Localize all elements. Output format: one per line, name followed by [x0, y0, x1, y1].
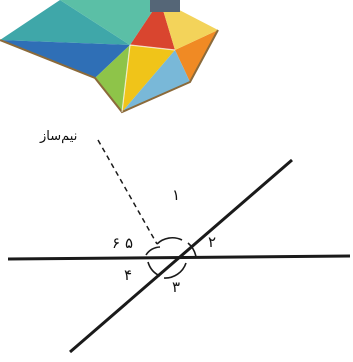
bisector-line: [97, 139, 158, 245]
angle-label-5: ۵: [125, 234, 133, 252]
kite-panel-teal: [0, 0, 130, 45]
kite-strut: [121, 44, 131, 113]
kite-panel-blue: [0, 40, 130, 78]
kite-panel-lightblue: [122, 50, 190, 112]
angle-arc-2: [187, 242, 197, 258]
angle-label-1: ۱: [172, 186, 180, 204]
angle-label-6: ۶: [112, 234, 120, 252]
kite-panel-teal-2: [60, 0, 160, 45]
angle-label-4: ۴: [124, 266, 132, 284]
angle-arc-5: [145, 246, 161, 256]
kite-panel-green: [95, 45, 130, 112]
bisector-label: نیم‌ساز: [39, 129, 77, 144]
angle-label-3: ۳: [172, 278, 180, 296]
kite-panel-yellow-2: [160, 0, 218, 50]
kite-panel-orange: [175, 30, 218, 82]
angle-arc-6: [156, 237, 183, 245]
kite-illustration: [0, 0, 219, 114]
angle-label-2: ۲: [208, 233, 216, 251]
angle-arc-3: [163, 262, 187, 279]
angle-arc-4: [147, 261, 161, 277]
kite-figure-hint: [150, 0, 180, 12]
oblique-line: [69, 158, 293, 354]
kite-panel-yellow: [122, 45, 175, 112]
kite-strut-2: [129, 44, 176, 51]
